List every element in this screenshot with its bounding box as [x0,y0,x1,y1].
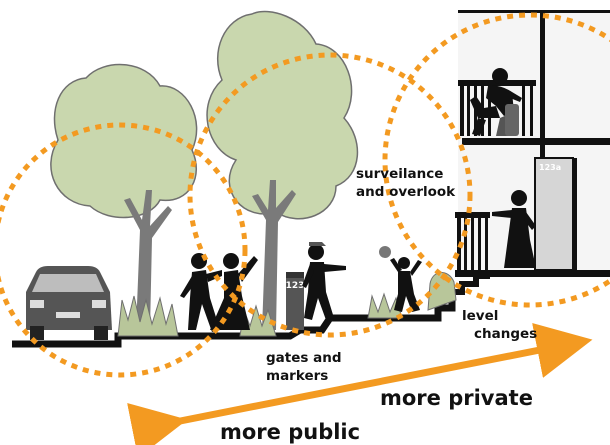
label-gates: gates and [266,350,342,366]
building: 123a [430,10,610,303]
marker-post-icon: 123 [286,272,305,330]
label-markers: markers [266,368,328,384]
marker-number: 123 [286,281,305,291]
label-more-public: more public [220,420,360,444]
door-number: 123a [539,163,561,172]
person-child-icon [390,257,422,312]
person-icon [302,242,346,320]
label-level: level [462,308,498,324]
tree-icon [50,63,198,330]
car-icon [26,266,112,340]
door [534,157,574,271]
ball-icon [379,246,391,258]
label-surveillance: surveilance [356,166,443,182]
upper-floor-slab [462,138,610,145]
ground-floor-slab [455,270,610,277]
label-changes: changes [474,326,537,342]
person-doorway-icon [492,190,536,268]
tree-icon [206,10,359,330]
label-overlook: and overlook [356,184,456,200]
person-seated-icon [470,68,522,136]
arrow-icon [127,322,593,445]
label-more-private: more private [380,386,533,410]
person-icon [210,253,258,330]
